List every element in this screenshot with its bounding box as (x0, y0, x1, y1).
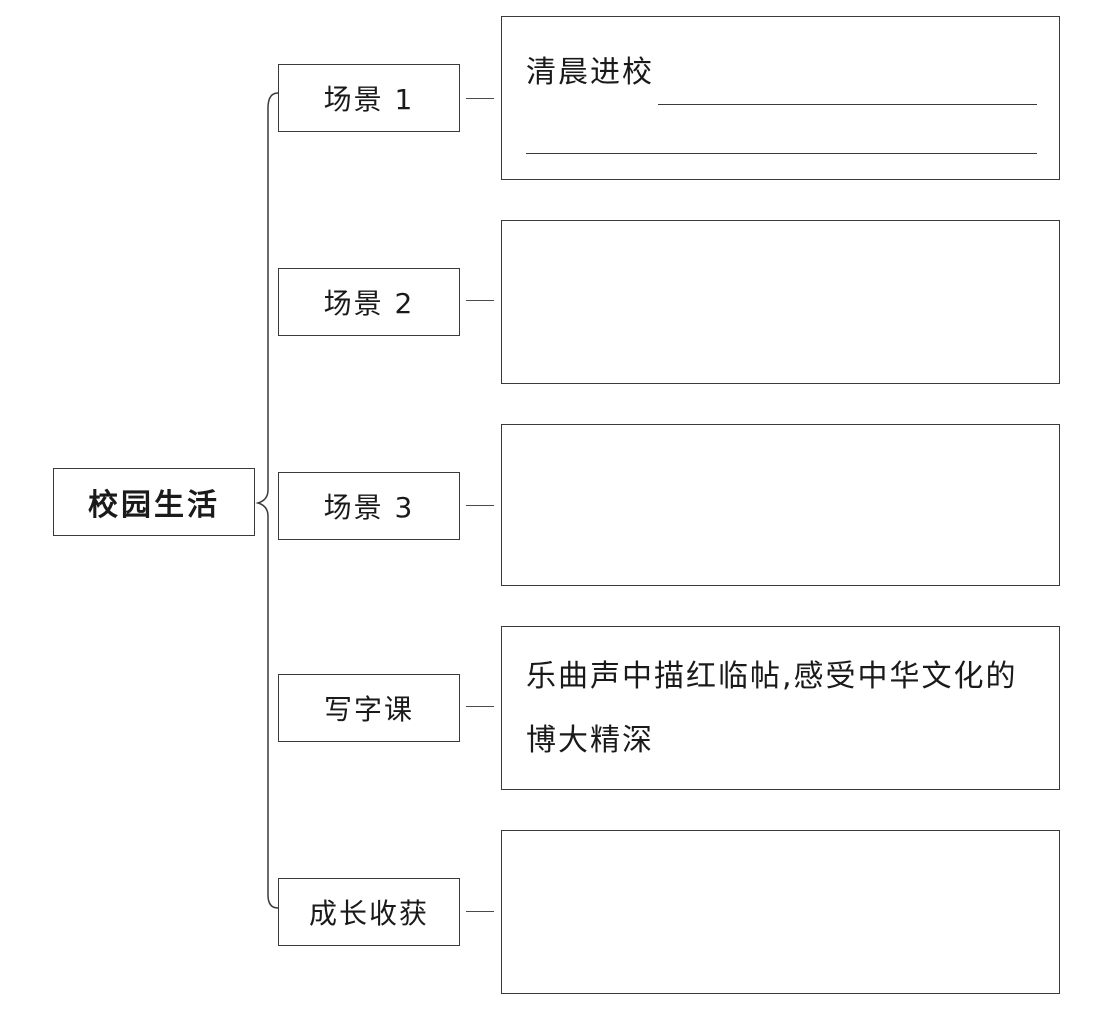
branch-box-scene-1: 场景 1 (278, 64, 460, 132)
branch-label: 场景 3 (323, 491, 415, 524)
connector-line (466, 505, 494, 506)
root-node: 校园生活 (53, 468, 255, 536)
branch-label: 写字课 (323, 693, 414, 726)
branch-box-writing-class: 写字课 (278, 674, 460, 742)
connector-line (466, 98, 494, 99)
content-box-growth-harvest[interactable] (501, 830, 1060, 994)
branch-box-scene-2: 场景 2 (278, 268, 460, 336)
connector-line (466, 300, 494, 301)
branch-label: 场景 1 (323, 83, 415, 116)
connector-line (466, 911, 494, 912)
content-box-scene-3[interactable] (501, 424, 1060, 586)
branch-label: 成长收获 (308, 897, 429, 930)
answer-line[interactable] (658, 64, 1037, 105)
answer-line[interactable] (526, 153, 1037, 154)
content-box-scene-1: 清晨进校 (501, 16, 1060, 180)
connector-line (466, 706, 494, 707)
branch-box-scene-3: 场景 3 (278, 472, 460, 540)
content-box-writing-class: 乐曲声中描红临帖,感受中华文化的博大精深 (501, 626, 1060, 790)
content-text: 乐曲声中描红临帖,感受中华文化的博大精深 (526, 659, 1018, 758)
content-prefix: 清晨进校 (526, 55, 654, 90)
branch-box-growth-harvest: 成长收获 (278, 878, 460, 946)
content-box-scene-2[interactable] (501, 220, 1060, 384)
root-label: 校园生活 (88, 488, 220, 523)
branch-label: 场景 2 (323, 287, 415, 320)
